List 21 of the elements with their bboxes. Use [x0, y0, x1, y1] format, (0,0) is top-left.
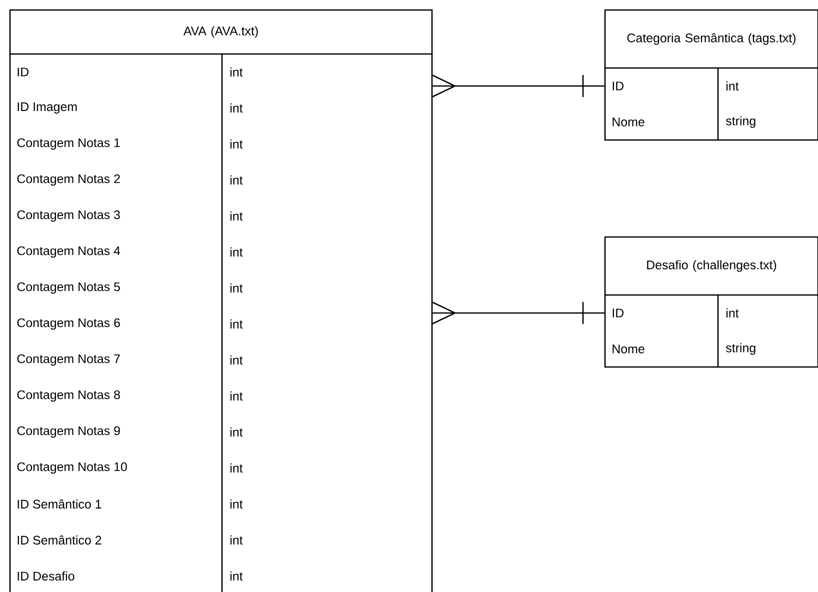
table-row: Contagem Notas 6 int — [17, 306, 243, 342]
relationship-line — [431, 74, 605, 98]
table-row: ID Desafio int — [18, 558, 243, 592]
table-row: Contagem Notas 9 int — [17, 414, 243, 450]
table-row: ID int — [18, 54, 243, 90]
table-row: Contagem Notas 7 int — [17, 342, 243, 378]
table-row: Contagem Notas 10 int — [17, 450, 243, 486]
table-row: Contagem Notas 2 int — [17, 162, 243, 198]
table-row: ID int — [612, 68, 739, 104]
table-row: ID Semântico 1 int — [18, 486, 243, 522]
relationship-line — [431, 301, 605, 325]
table-row: ID Semântico 2 int — [18, 522, 243, 558]
table-row: Nome string — [612, 104, 756, 140]
table-row: Contagem Notas 3 int — [17, 198, 243, 234]
table-row: ID Imagem int — [18, 90, 243, 126]
table-row: Contagem Notas 1 int — [17, 126, 243, 162]
table-row: Nome string — [612, 331, 756, 367]
table-row: ID int — [612, 295, 739, 331]
table-row: Contagem Notas 5 int — [17, 270, 243, 306]
table-row: Contagem Notas 8 int — [17, 378, 243, 414]
table-row: Contagem Notas 4 int — [17, 234, 243, 270]
